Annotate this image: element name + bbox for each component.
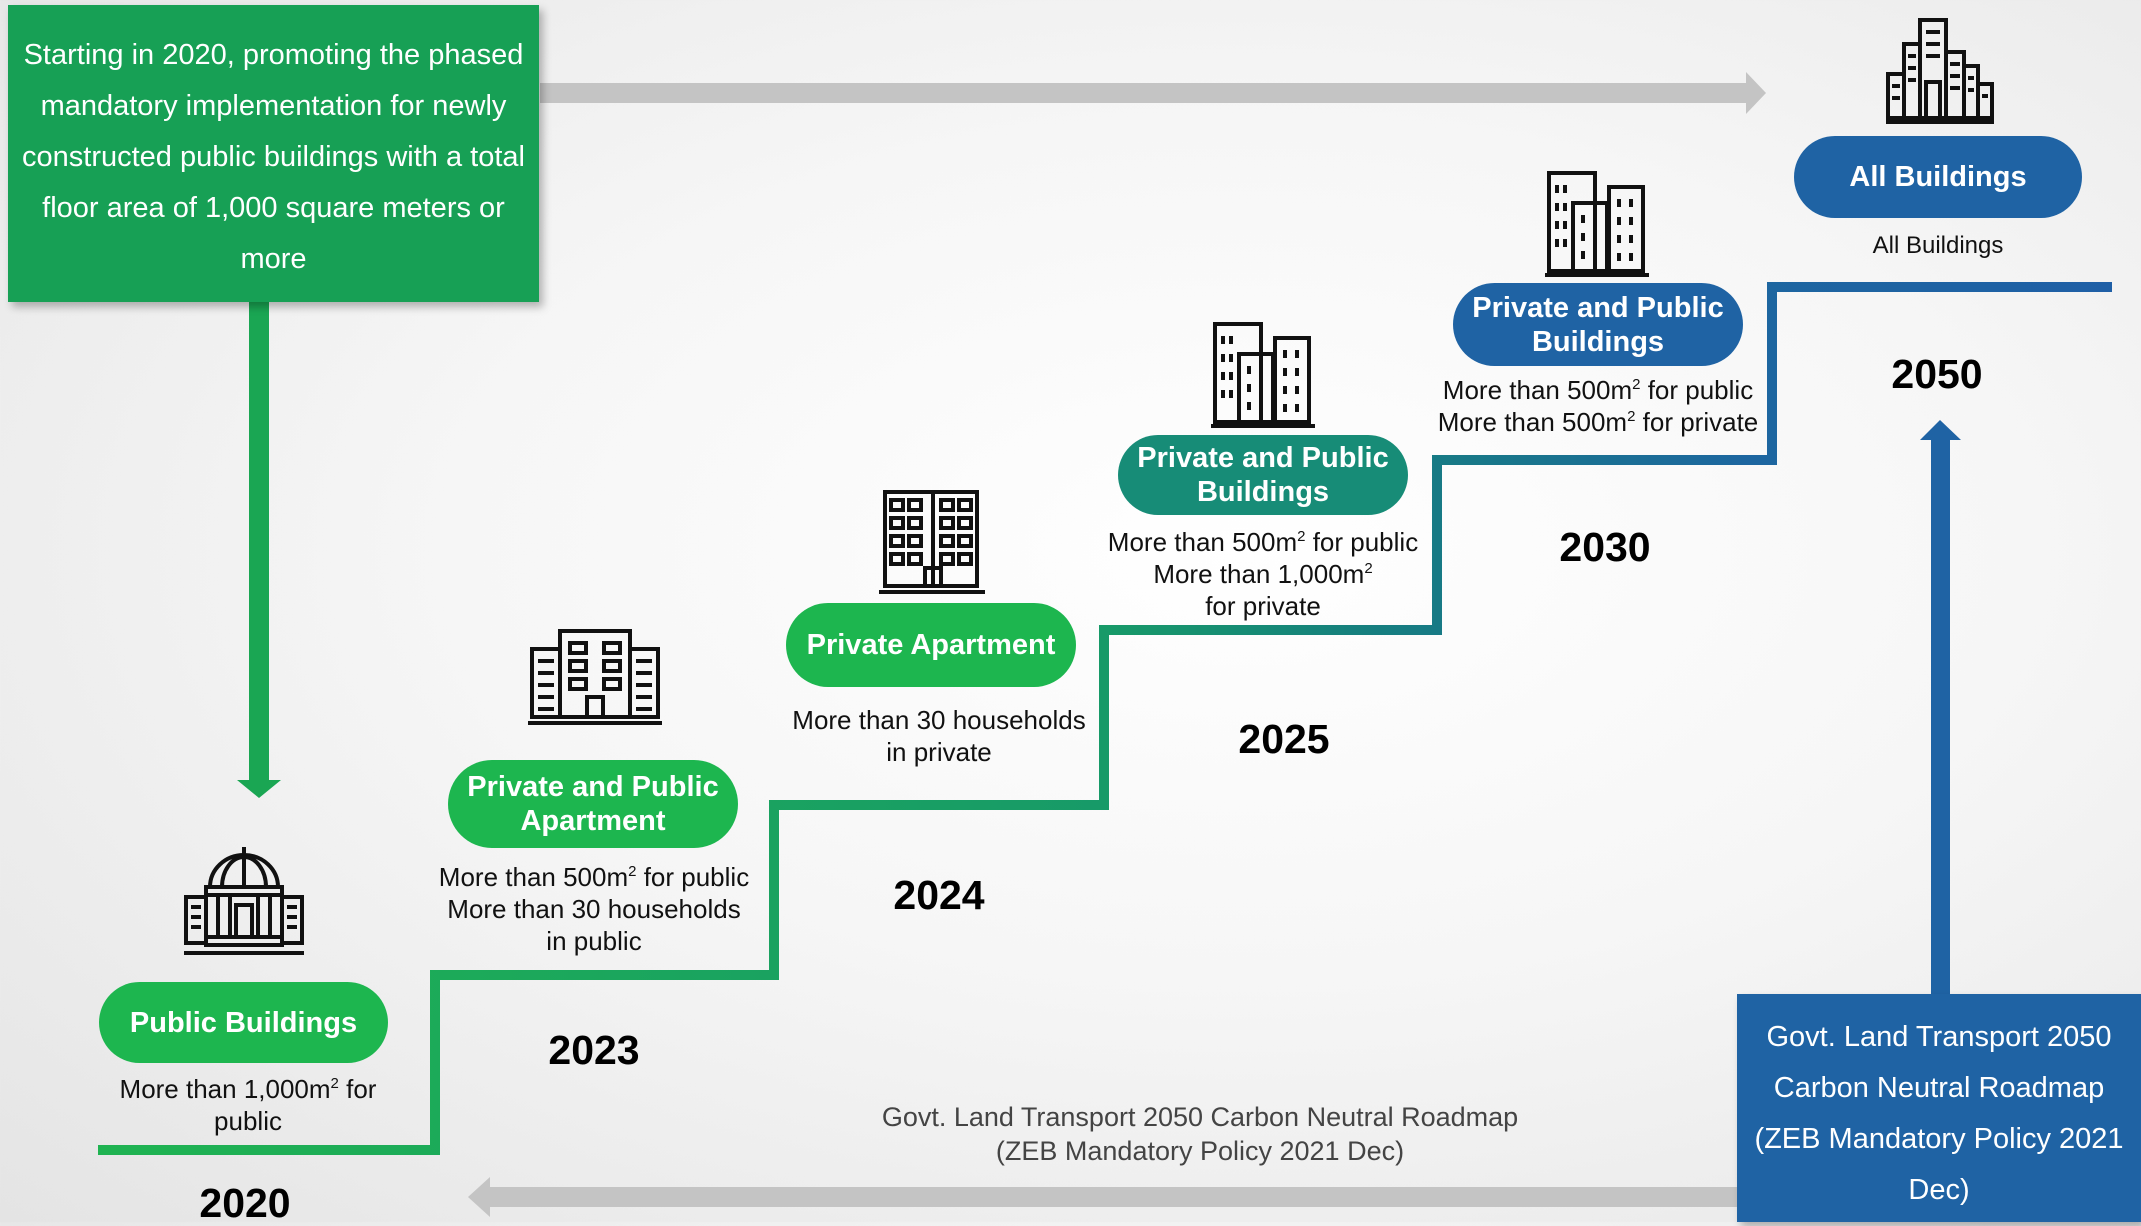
step-2050-year: 2050 xyxy=(1891,351,1983,397)
step-2023-label: Private and Public Apartment xyxy=(467,771,719,837)
top-gray-arrow xyxy=(540,72,1766,114)
squared-superscript: 2 xyxy=(628,863,637,880)
step-2024-year: 2024 xyxy=(893,872,985,918)
step-2020-label-pill: Public Buildings xyxy=(99,982,388,1063)
roadmap-callout-box: Govt. Land Transport 2050 Carbon Neutral… xyxy=(1737,994,2141,1222)
step-2023-desc-line2: More than 30 households xyxy=(447,894,741,924)
roadmap-caption-line2: (ZEB Mandatory Policy 2021 Dec) xyxy=(995,1136,1405,1166)
step-2050-label: All Buildings xyxy=(1849,161,2027,193)
step-2024-description: More than 30 households in private xyxy=(778,704,1100,768)
squared-superscript: 2 xyxy=(1297,528,1306,545)
step-2020-description: More than 1,000m2 for public xyxy=(98,1073,398,1137)
step-2025-desc-line1: More than 500m xyxy=(1107,527,1298,557)
step-2024-desc-line2: in private xyxy=(886,737,992,767)
step-2030-label-pill: Private and Public Buildings xyxy=(1453,283,1743,366)
staircase-line xyxy=(98,282,2112,1155)
roadmap-caption-line1: Govt. Land Transport 2050 Carbon Neutral… xyxy=(881,1102,1519,1132)
step-2025-desc-line3: for private xyxy=(1205,591,1321,621)
green-down-arrow xyxy=(237,302,281,798)
squared-superscript: 2 xyxy=(1627,408,1636,425)
step-2030-label: Private and Public Buildings xyxy=(1472,291,1724,358)
step-2025-year: 2025 xyxy=(1238,716,1330,762)
step-2025-label: Private and Public Buildings xyxy=(1137,442,1389,508)
step-2024-label: Private Apartment xyxy=(806,629,1056,661)
step-2020-desc-line1-end: for xyxy=(338,1074,377,1104)
step-2030-desc-line2-end: for private xyxy=(1635,407,1759,437)
squared-superscript: 2 xyxy=(1364,560,1373,577)
step-2030-desc-line1: More than 500m xyxy=(1442,375,1633,405)
policy-callout-text: Starting in 2020, promoting the phased m… xyxy=(22,39,525,275)
step-2025-desc-line1-end: for public xyxy=(1305,527,1419,557)
step-2050-desc-line1: All Buildings xyxy=(1872,232,2004,259)
government-building-icon xyxy=(184,847,304,955)
squared-superscript: 2 xyxy=(330,1075,339,1092)
step-2024-desc-line1: More than 30 households xyxy=(792,705,1086,735)
step-2025-description: More than 500m2 for public More than 1,0… xyxy=(1092,526,1434,622)
apartment-building-icon xyxy=(528,629,662,725)
step-2025-desc-line2: More than 1,000m xyxy=(1153,559,1365,589)
policy-callout-box: Starting in 2020, promoting the phased m… xyxy=(8,5,539,302)
office-towers-icon xyxy=(1211,322,1315,428)
apartment-tower-icon xyxy=(879,490,985,594)
city-skyline-icon xyxy=(1886,18,1994,124)
step-2023-year: 2023 xyxy=(548,1027,640,1073)
step-2030-desc-line2: More than 500m xyxy=(1437,407,1628,437)
step-2050-description: All Buildings xyxy=(1788,230,2088,262)
bottom-gray-arrow xyxy=(468,1177,1738,1217)
step-2025-label-pill: Private and Public Buildings xyxy=(1118,435,1408,515)
step-2030-desc-line1-end: for public xyxy=(1640,375,1754,405)
step-2024-label-pill: Private Apartment xyxy=(786,603,1076,687)
step-2020-label: Public Buildings xyxy=(129,1006,358,1039)
step-2020-desc-line1: More than 1,000m xyxy=(119,1074,331,1104)
office-towers-icon xyxy=(1545,171,1649,277)
squared-superscript: 2 xyxy=(1632,376,1641,393)
step-2023-desc-line1: More than 500m xyxy=(438,862,629,892)
roadmap-caption: Govt. Land Transport 2050 Carbon Neutral… xyxy=(820,1100,1580,1168)
roadmap-callout-text: Govt. Land Transport 2050 Carbon Neutral… xyxy=(1754,1021,2124,1206)
step-2020-desc-line2: public xyxy=(214,1106,282,1136)
step-2020-year: 2020 xyxy=(199,1180,291,1226)
step-2023-desc-line1-end: for public xyxy=(636,862,750,892)
step-2050-label-pill: All Buildings xyxy=(1794,136,2082,218)
step-2023-label-pill: Private and Public Apartment xyxy=(448,760,738,848)
step-2023-description: More than 500m2 for public More than 30 … xyxy=(424,861,764,957)
step-2023-desc-line3: in public xyxy=(546,926,642,956)
blue-up-arrow xyxy=(1920,420,1961,994)
step-2030-year: 2030 xyxy=(1559,524,1651,570)
step-2030-description: More than 500m2 for public More than 500… xyxy=(1425,374,1771,438)
